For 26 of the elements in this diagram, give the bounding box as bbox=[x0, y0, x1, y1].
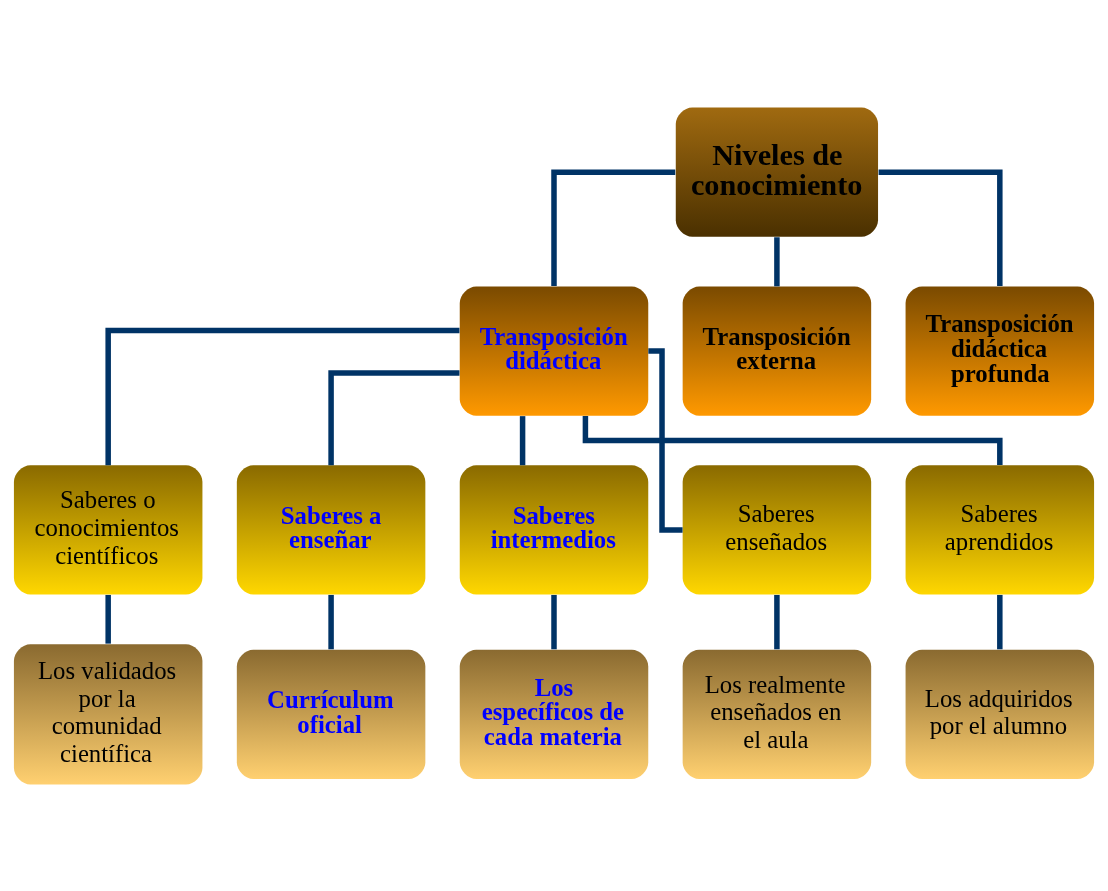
node-box: Saberes aprendidos bbox=[905, 464, 1095, 595]
node-box: Los adquiridos por el alumno bbox=[905, 649, 1095, 779]
connector bbox=[551, 168, 676, 286]
connector bbox=[328, 594, 334, 649]
connector bbox=[551, 594, 557, 649]
node-box: Los realmente enseñados en el aula bbox=[682, 649, 872, 779]
connector bbox=[105, 327, 460, 465]
connector bbox=[997, 594, 1003, 649]
connector bbox=[648, 347, 683, 533]
node-box: Currículum oficial bbox=[236, 649, 426, 779]
connector bbox=[519, 415, 526, 465]
connector bbox=[328, 369, 460, 465]
connector bbox=[105, 594, 111, 644]
node-box: Transposición didáctica bbox=[459, 285, 649, 416]
node-box: Saberes intermedios bbox=[459, 464, 649, 595]
connector bbox=[774, 236, 780, 286]
node-box: Saberes a enseñar bbox=[236, 464, 426, 595]
connector bbox=[774, 594, 780, 649]
connector bbox=[878, 168, 1003, 286]
node-box: Saberes o conocimientos científicos bbox=[13, 464, 203, 595]
node-box: Los específicos de cada materia bbox=[459, 649, 649, 779]
node-box: Transposición didáctica profunda bbox=[905, 285, 1095, 416]
node-box: Los validados por la comunidad científica bbox=[13, 643, 203, 784]
node-box: Saberes enseñados bbox=[682, 464, 872, 595]
node-box: Transposición externa bbox=[682, 285, 872, 416]
node-box: Niveles de conocimiento bbox=[675, 107, 879, 237]
